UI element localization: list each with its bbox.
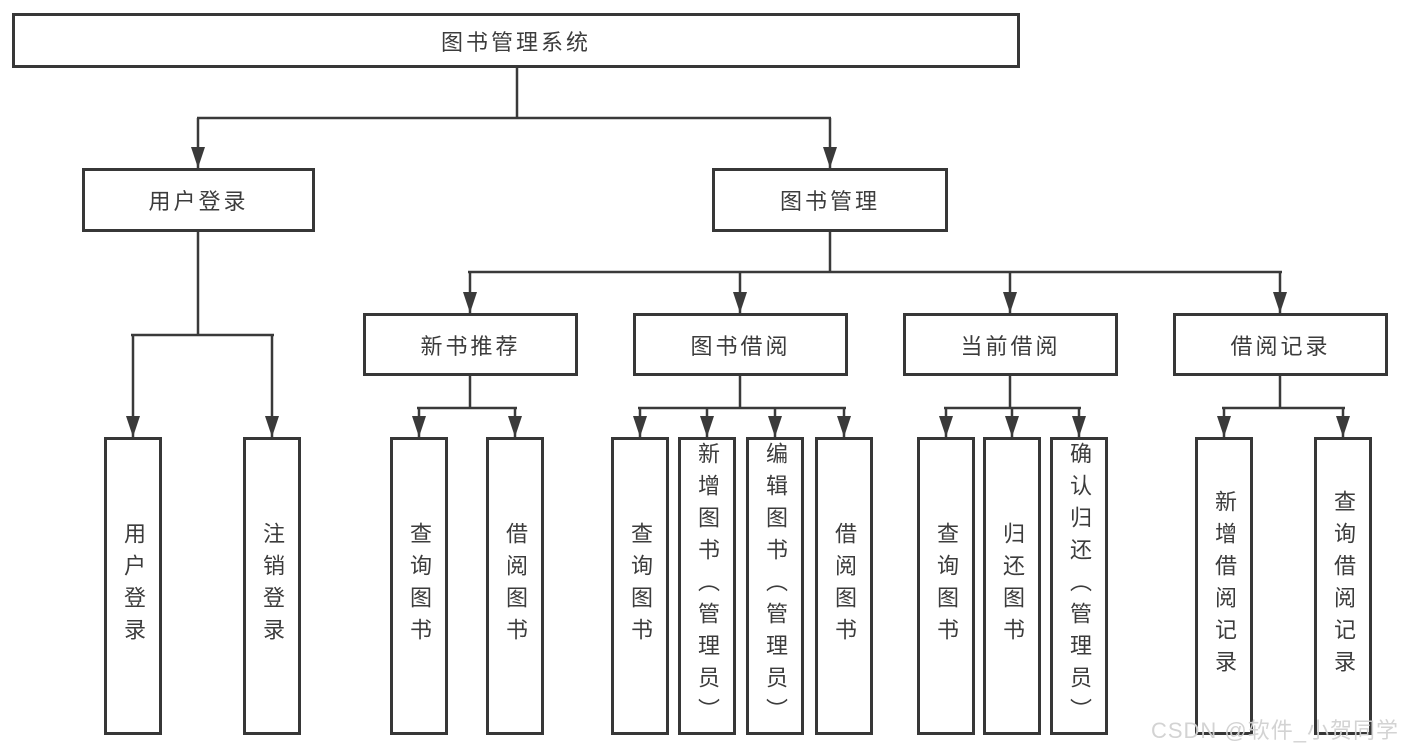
node-current-borrow: 当前借阅 <box>903 313 1118 376</box>
leaf-query-books-recommend: 查询图书 <box>390 437 448 735</box>
leaf-borrow-books: 借阅图书 <box>815 437 873 735</box>
leaf-query-books-current: 查询图书 <box>917 437 975 735</box>
node-new-book-recommend: 新书推荐 <box>363 313 578 376</box>
node-book-borrow: 图书借阅 <box>633 313 848 376</box>
leaf-query-books-borrow: 查询图书 <box>611 437 669 735</box>
leaf-borrow-books-recommend: 借阅图书 <box>486 437 544 735</box>
node-user-login: 用户登录 <box>82 168 315 232</box>
csdn-watermark: CSDN @软件_小贺同学 <box>1150 718 1399 743</box>
connector-arrows <box>126 118 1350 437</box>
leaf-return-books: 归还图书 <box>983 437 1041 735</box>
node-root-library-system: 图书管理系统 <box>12 13 1020 68</box>
node-book-management: 图书管理 <box>712 168 948 232</box>
leaf-edit-books-admin: 编辑图书（管理员） <box>746 437 804 735</box>
leaf-logout: 注销登录 <box>243 437 301 735</box>
leaf-user-login: 用户登录 <box>104 437 162 735</box>
leaf-add-borrow-record: 新增借阅记录 <box>1195 437 1253 735</box>
leaf-query-borrow-record: 查询借阅记录 <box>1314 437 1372 735</box>
leaf-confirm-return-admin: 确认归还（管理员） <box>1050 437 1108 735</box>
leaf-add-books-admin: 新增图书（管理员） <box>678 437 736 735</box>
node-borrow-records: 借阅记录 <box>1173 313 1388 376</box>
